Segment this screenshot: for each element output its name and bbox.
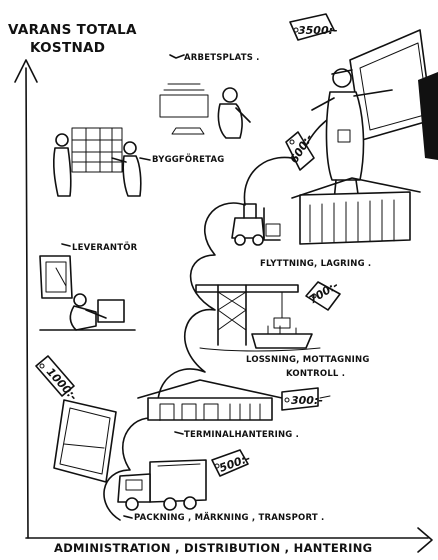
- price-tag-packning: 500:-: [212, 450, 252, 476]
- svg-text:300:-: 300:-: [291, 394, 323, 407]
- price-tag-window: 1000:-: [36, 356, 80, 403]
- scene-arbetsplats: ARBETSPLATS .: [160, 53, 260, 138]
- scene-terminalhantering: TERMINALHANTERING .: [138, 380, 299, 440]
- stage-label-kontroll: KONTROLL .: [286, 369, 345, 379]
- stage-label-arbetsplats: ARBETSPLATS .: [184, 53, 260, 63]
- price-tag-terminal: 300:-: [282, 388, 330, 410]
- stage-label-leverantor: LEVERANTÖR: [72, 242, 138, 253]
- y-axis-line: [26, 68, 28, 538]
- price-tag-arbetsplats: 3500:-: [290, 14, 338, 40]
- scene-lossning-mottagning: LOSSNING, MOTTAGNING KONTROLL .: [196, 285, 370, 379]
- stage-label-packning: PACKNING , MÄRKNING , TRANSPORT .: [134, 512, 324, 523]
- stage-label-byggforetag: BYGGFÖRETAG: [152, 154, 224, 165]
- scene-leverantor: LEVERANTÖR: [40, 242, 138, 330]
- svg-text:3500:-: 3500:-: [298, 24, 338, 37]
- price-tag-lossning: 700:-: [306, 279, 341, 310]
- x-axis-arrowhead: [418, 528, 432, 552]
- scene-byggforetag: BYGGFÖRETAG: [54, 128, 225, 196]
- price-tag-flyttning: 600:-: [286, 132, 315, 170]
- scene-flyttning-lagring: FLYTTNING, LAGRING .: [232, 178, 420, 269]
- stage-label-terminalhantering: TERMINALHANTERING .: [184, 430, 299, 440]
- diagram-title-line2: KOSTNAD: [30, 40, 105, 56]
- diagram-title-line1: VARANS TOTALA: [8, 22, 137, 38]
- stage-label-lossning: LOSSNING, MOTTAGNING: [246, 355, 370, 365]
- x-axis-label: ADMINISTRATION , DISTRIBUTION , HANTERIN…: [54, 541, 372, 555]
- stage-label-flyttning-lagring: FLYTTNING, LAGRING .: [260, 259, 371, 269]
- window-product: [54, 400, 116, 482]
